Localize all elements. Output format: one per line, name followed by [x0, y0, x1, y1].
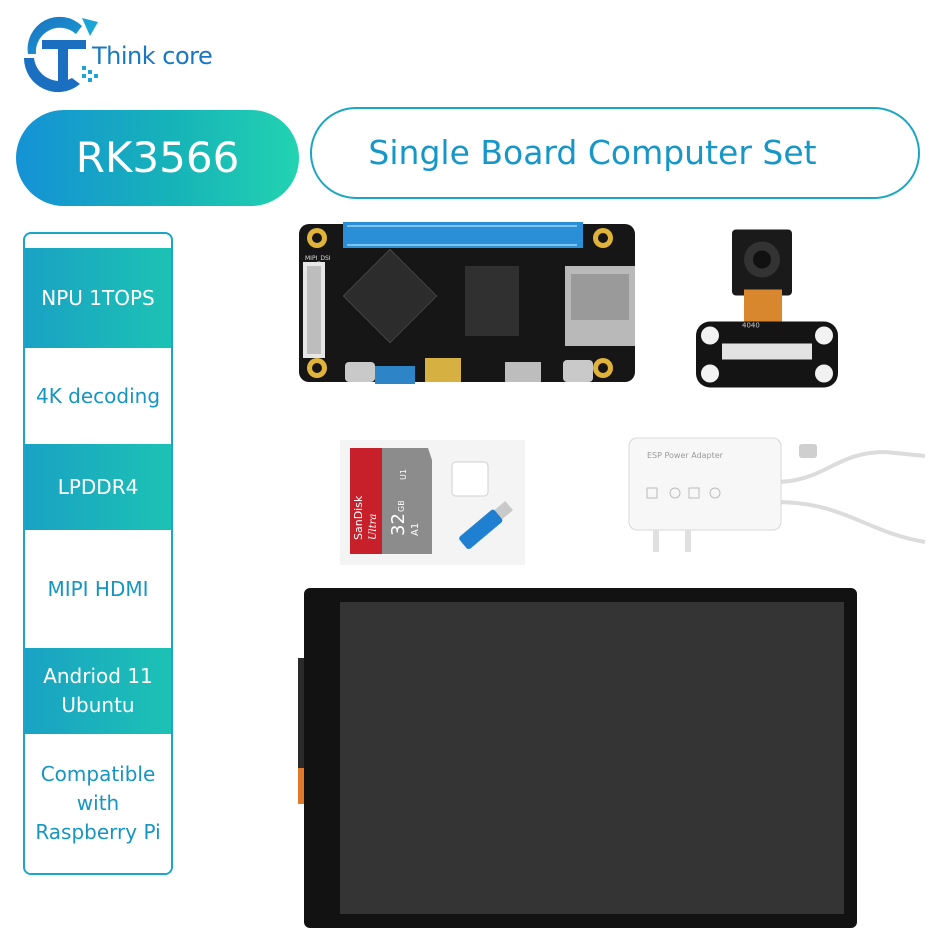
brand-name: Think core — [92, 42, 213, 70]
feature-item: LPDDR4 — [25, 444, 171, 530]
sd-card-icon: SanDisk Ultra 32 GB A1 U1 — [340, 440, 525, 565]
board-silkscreen: MIPI_DSI — [305, 255, 331, 262]
sd-capacity: 32 — [388, 513, 409, 536]
think-core-logo-icon — [23, 16, 98, 93]
feature-item: MIPI HDMI — [25, 530, 171, 648]
feature-label: MIPI HDMI — [47, 576, 149, 601]
camera-silkscreen: 4040 — [742, 322, 760, 330]
feature-label: LPDDR4 — [57, 474, 139, 499]
page-title: Single Board Computer Set — [368, 133, 817, 172]
adapter-label: ESP Power Adapter — [647, 451, 724, 460]
single-board-computer-icon: MIPI_DSI — [299, 222, 635, 384]
feature-item: NPU 1TOPS — [25, 248, 171, 348]
power-adapter-icon: ESP Power Adapter — [628, 437, 926, 552]
feature-item: Compatible with Raspberry Pi — [25, 734, 171, 873]
title-frame — [310, 107, 920, 199]
touch-display-icon — [298, 588, 857, 928]
feature-item: 4K decoding — [25, 348, 171, 444]
feature-label: 4K decoding — [35, 383, 161, 408]
sd-brand: SanDisk — [352, 495, 365, 540]
feature-label: Compatible with Raspberry Pi — [35, 762, 161, 844]
feature-label: NPU 1TOPS — [41, 285, 155, 310]
chip-badge — [16, 110, 299, 206]
sd-class: A1 — [410, 523, 421, 536]
camera-module-icon: 4040 — [696, 229, 838, 388]
chip-label: RK3566 — [75, 133, 240, 182]
feature-list: NPU 1TOPS 4K decoding LPDDR4 MIPI HDMI A… — [23, 232, 173, 875]
sd-unit: GB — [397, 500, 406, 512]
sd-line: Ultra — [368, 514, 379, 540]
sd-badge: U1 — [399, 469, 408, 480]
feature-label: Andriod 11 Ubuntu — [43, 664, 153, 717]
feature-item: Andriod 11 Ubuntu — [25, 648, 171, 734]
